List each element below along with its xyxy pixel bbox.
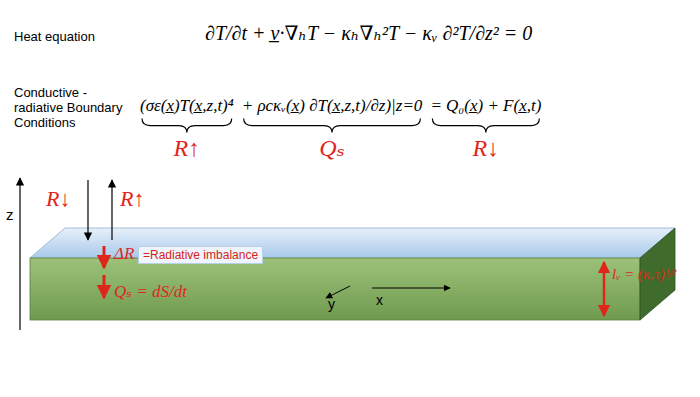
x-axis (372, 288, 450, 289)
flux-label: ΔR (114, 244, 134, 264)
axis-label: z (6, 206, 14, 223)
brace (244, 119, 421, 133)
axis-label: y (328, 296, 335, 312)
downward-radiation-arrow (87, 180, 88, 240)
flux-label: Qₛ = dS/dt (114, 282, 187, 302)
upward-radiation-arrow (111, 180, 112, 240)
term-label: Qₛ (319, 135, 344, 163)
callout-box: =Radiative imbalance (138, 246, 263, 264)
equation-term: + ρcκᵥ(x̲) ∂T(x̲,z,t)/∂z)|z=0 (242, 96, 423, 116)
brace (142, 119, 232, 133)
equation: ∂T/∂t + v̲·∇ₕT − κₕ∇ₕ²T − κᵥ ∂²T/∂z² = 0 (205, 22, 532, 45)
flux-label: R↑ (120, 186, 144, 211)
heat-flux-arrow (103, 275, 106, 298)
brace (432, 119, 539, 133)
flux-label: R↓ (46, 186, 70, 211)
equation-term: (σε(x̲)T(x̲,z,t)⁴ (140, 96, 234, 116)
callout-text: =Radiative imbalance (143, 248, 258, 262)
term-label: R↑ (174, 135, 201, 163)
slab-front-face (30, 258, 640, 320)
equation-term: = Q₀(x̲) + F(x̲,t) (430, 96, 541, 116)
axis-label: x (376, 292, 383, 308)
imbalance-arrow (103, 246, 106, 268)
depth-label: lᵥ = (κᵥτ)¹⁄² (612, 266, 676, 283)
heading-label: Heat equation (14, 30, 95, 45)
depth-arrow (603, 262, 606, 316)
heading-label: Conductive - radiative Boundary Conditio… (14, 86, 124, 131)
z-axis (19, 178, 20, 330)
term-label: R↓ (473, 135, 500, 163)
